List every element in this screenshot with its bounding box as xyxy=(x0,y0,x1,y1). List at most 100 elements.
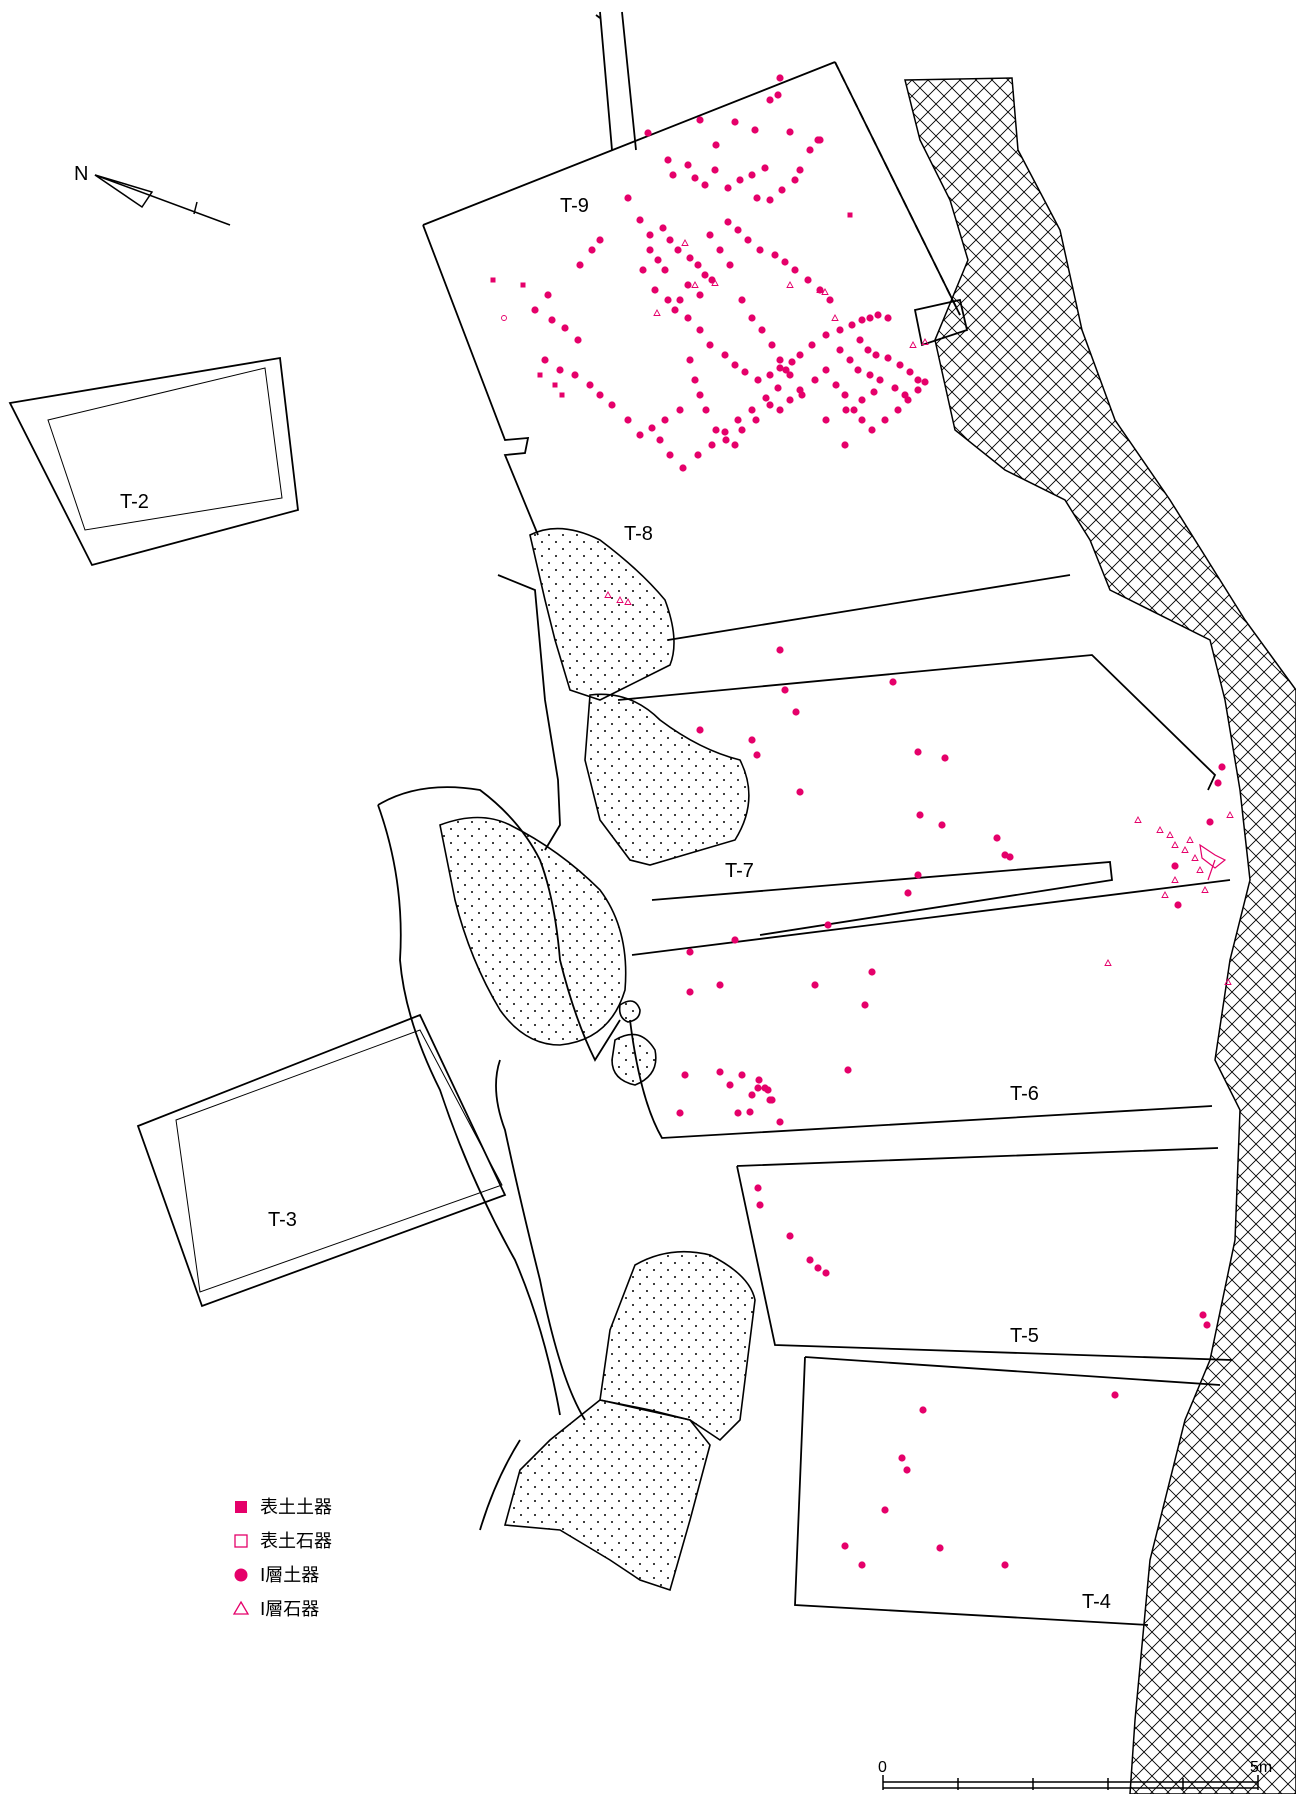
legend-open-square-icon xyxy=(234,1534,248,1548)
find-pottery-layer1 xyxy=(870,388,878,396)
find-pottery-layer1 xyxy=(896,361,904,369)
trench-label-t6: T-6 xyxy=(1010,1083,1039,1105)
find-pottery-layer1 xyxy=(726,1081,734,1089)
find-pottery-layer1 xyxy=(788,358,796,366)
find-pottery-layer1 xyxy=(758,326,766,334)
find-pottery-layer1 xyxy=(669,171,677,179)
find-pottery-layer1 xyxy=(679,464,687,472)
find-stone-tool-layer1 xyxy=(1201,886,1209,893)
find-pottery-layer1 xyxy=(656,436,664,444)
trench-label-t8: T-8 xyxy=(624,523,653,545)
find-pottery-layer1 xyxy=(782,366,790,374)
find-pottery-layer1 xyxy=(841,391,849,399)
find-pottery-layer1 xyxy=(681,1071,689,1079)
find-pottery-layer1 xyxy=(756,246,764,254)
find-stone-tool-layer1 xyxy=(1226,811,1234,818)
find-pottery-layer1 xyxy=(752,416,760,424)
find-pottery-layer1 xyxy=(756,1201,764,1209)
find-pottery-layer1 xyxy=(796,788,804,796)
find-pottery-layer1 xyxy=(903,1466,911,1474)
find-pottery-layer1 xyxy=(766,371,774,379)
find-pottery-layer1 xyxy=(684,314,692,322)
find-stone-tool-layer1 xyxy=(1161,891,1169,898)
find-pottery-layer1 xyxy=(741,368,749,376)
find-pottery-layer1 xyxy=(748,171,756,179)
find-pottery-layer1 xyxy=(844,1066,852,1074)
find-pottery-layer1 xyxy=(648,424,656,432)
find-pottery-layer1 xyxy=(1001,1561,1009,1569)
find-pottery-layer1 xyxy=(856,336,864,344)
find-pottery-layer1 xyxy=(694,261,702,269)
find-pottery-layer1 xyxy=(696,326,704,334)
find-pottery-layer1 xyxy=(544,291,552,299)
find-pottery-layer1 xyxy=(664,156,672,164)
find-pottery-layer1 xyxy=(884,354,892,362)
legend-label: Ⅰ層土器 xyxy=(260,1565,319,1586)
find-pottery-layer1 xyxy=(574,336,582,344)
find-pottery-layer1 xyxy=(755,1076,763,1084)
find-pottery-layer1 xyxy=(904,396,912,404)
find-pottery-layer1 xyxy=(846,356,854,364)
find-pottery-layer1 xyxy=(1174,901,1182,909)
find-pottery-layer1 xyxy=(731,441,739,449)
find-pottery-layer1 xyxy=(734,226,742,234)
find-pottery-layer1 xyxy=(866,371,874,379)
find-pottery-layer1 xyxy=(841,1542,849,1550)
find-pottery-layer1 xyxy=(646,246,654,254)
find-pottery-layer1 xyxy=(684,161,692,169)
find-pottery-layer1 xyxy=(774,91,782,99)
find-pottery-layer1 xyxy=(706,341,714,349)
find-pottery-layer1 xyxy=(694,451,702,459)
legend-open-triangle-icon xyxy=(232,1600,250,1615)
find-pottery-layer1 xyxy=(671,306,679,314)
find-pottery-layer1 xyxy=(696,291,704,299)
find-pottery-layer1 xyxy=(731,118,739,126)
trench-label-t7: T-7 xyxy=(725,860,754,882)
find-pottery-layer1 xyxy=(596,236,604,244)
find-pottery-layer1 xyxy=(646,231,654,239)
find-pottery-layer1 xyxy=(751,126,759,134)
find-pottery-layer1 xyxy=(748,736,756,744)
trench-labels: T-9 T-2 T-8 T-7 T-6 T-3 T-5 T-4 xyxy=(120,195,1111,1613)
find-pottery-layer1 xyxy=(941,754,949,762)
find-pottery-layer1 xyxy=(904,889,912,897)
find-pottery-layer1 xyxy=(702,406,710,414)
find-pottery-layer1 xyxy=(1203,1321,1211,1329)
find-pottery-layer1 xyxy=(1006,853,1014,861)
find-pottery-layer1 xyxy=(792,708,800,716)
find-pottery-layer1 xyxy=(771,251,779,259)
find-stone-tool-layer1 xyxy=(1134,816,1142,823)
trench-outlines xyxy=(8,11,1233,1626)
find-pottery-topsoil xyxy=(520,282,526,288)
find-pottery-layer1 xyxy=(906,368,914,376)
find-stone-tool-layer1 xyxy=(1166,831,1174,838)
find-pottery-layer1 xyxy=(571,371,579,379)
north-label: N xyxy=(74,163,88,185)
find-pottery-layer1 xyxy=(766,196,774,204)
find-pottery-layer1 xyxy=(884,314,892,322)
find-pottery-layer1 xyxy=(661,266,669,274)
find-pottery-topsoil xyxy=(490,277,496,283)
find-pottery-layer1 xyxy=(576,261,584,269)
find-pottery-layer1 xyxy=(776,1118,784,1126)
find-pottery-layer1 xyxy=(721,428,729,436)
find-pottery-layer1 xyxy=(744,236,752,244)
find-pottery-layer1 xyxy=(691,376,699,384)
find-pottery-layer1 xyxy=(776,74,784,82)
scale-bar: 0 5m xyxy=(878,1759,1272,1790)
find-pottery-layer1 xyxy=(894,406,902,414)
find-pottery-layer1 xyxy=(806,1256,814,1264)
find-pottery-layer1 xyxy=(876,376,884,384)
find-pottery-layer1 xyxy=(748,1091,756,1099)
find-stone-tool-layer1 xyxy=(909,341,917,348)
find-pottery-layer1 xyxy=(541,356,549,364)
find-pottery-layer1 xyxy=(761,164,769,172)
find-pottery-layer1 xyxy=(1218,763,1226,771)
trench-label-t2: T-2 xyxy=(120,491,149,513)
find-pottery-topsoil xyxy=(537,372,543,378)
find-pottery-layer1 xyxy=(666,236,674,244)
legend-filled-circle-icon xyxy=(234,1568,248,1582)
find-pottery-layer1 xyxy=(686,254,694,262)
find-pottery-layer1 xyxy=(712,141,720,149)
find-pottery-layer1 xyxy=(734,416,742,424)
